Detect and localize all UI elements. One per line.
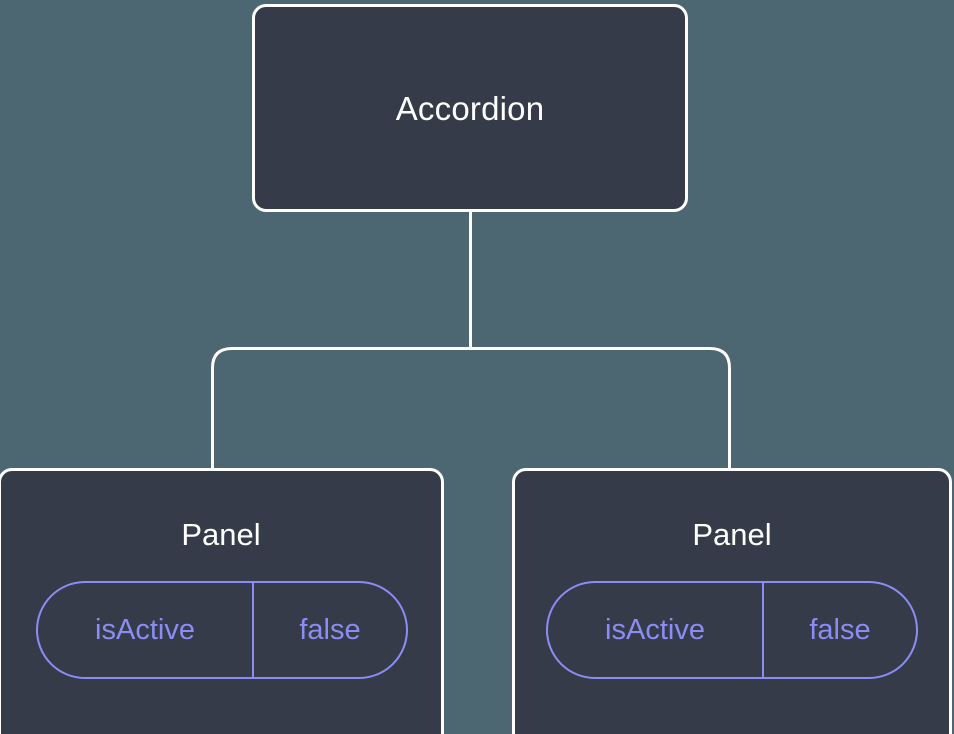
node-panel-2[interactable]: Panel isActive false (512, 468, 952, 734)
node-accordion-label: Accordion (395, 89, 545, 127)
node-panel-2-state-badge[interactable]: isActive false (546, 581, 918, 679)
node-panel-1[interactable]: Panel isActive false (0, 468, 444, 734)
node-panel-1-state-value: false (252, 583, 406, 677)
node-accordion[interactable]: Accordion (252, 4, 688, 212)
node-panel-1-state-key: isActive (95, 613, 195, 646)
node-panel-2-label: Panel (692, 517, 772, 552)
node-panel-1-label: Panel (181, 517, 261, 552)
node-panel-1-state-badge[interactable]: isActive false (36, 581, 408, 679)
node-panel-2-state-key: isActive (605, 613, 705, 646)
node-panel-2-state-value: false (762, 583, 916, 677)
connector-branch-bar (211, 347, 731, 468)
